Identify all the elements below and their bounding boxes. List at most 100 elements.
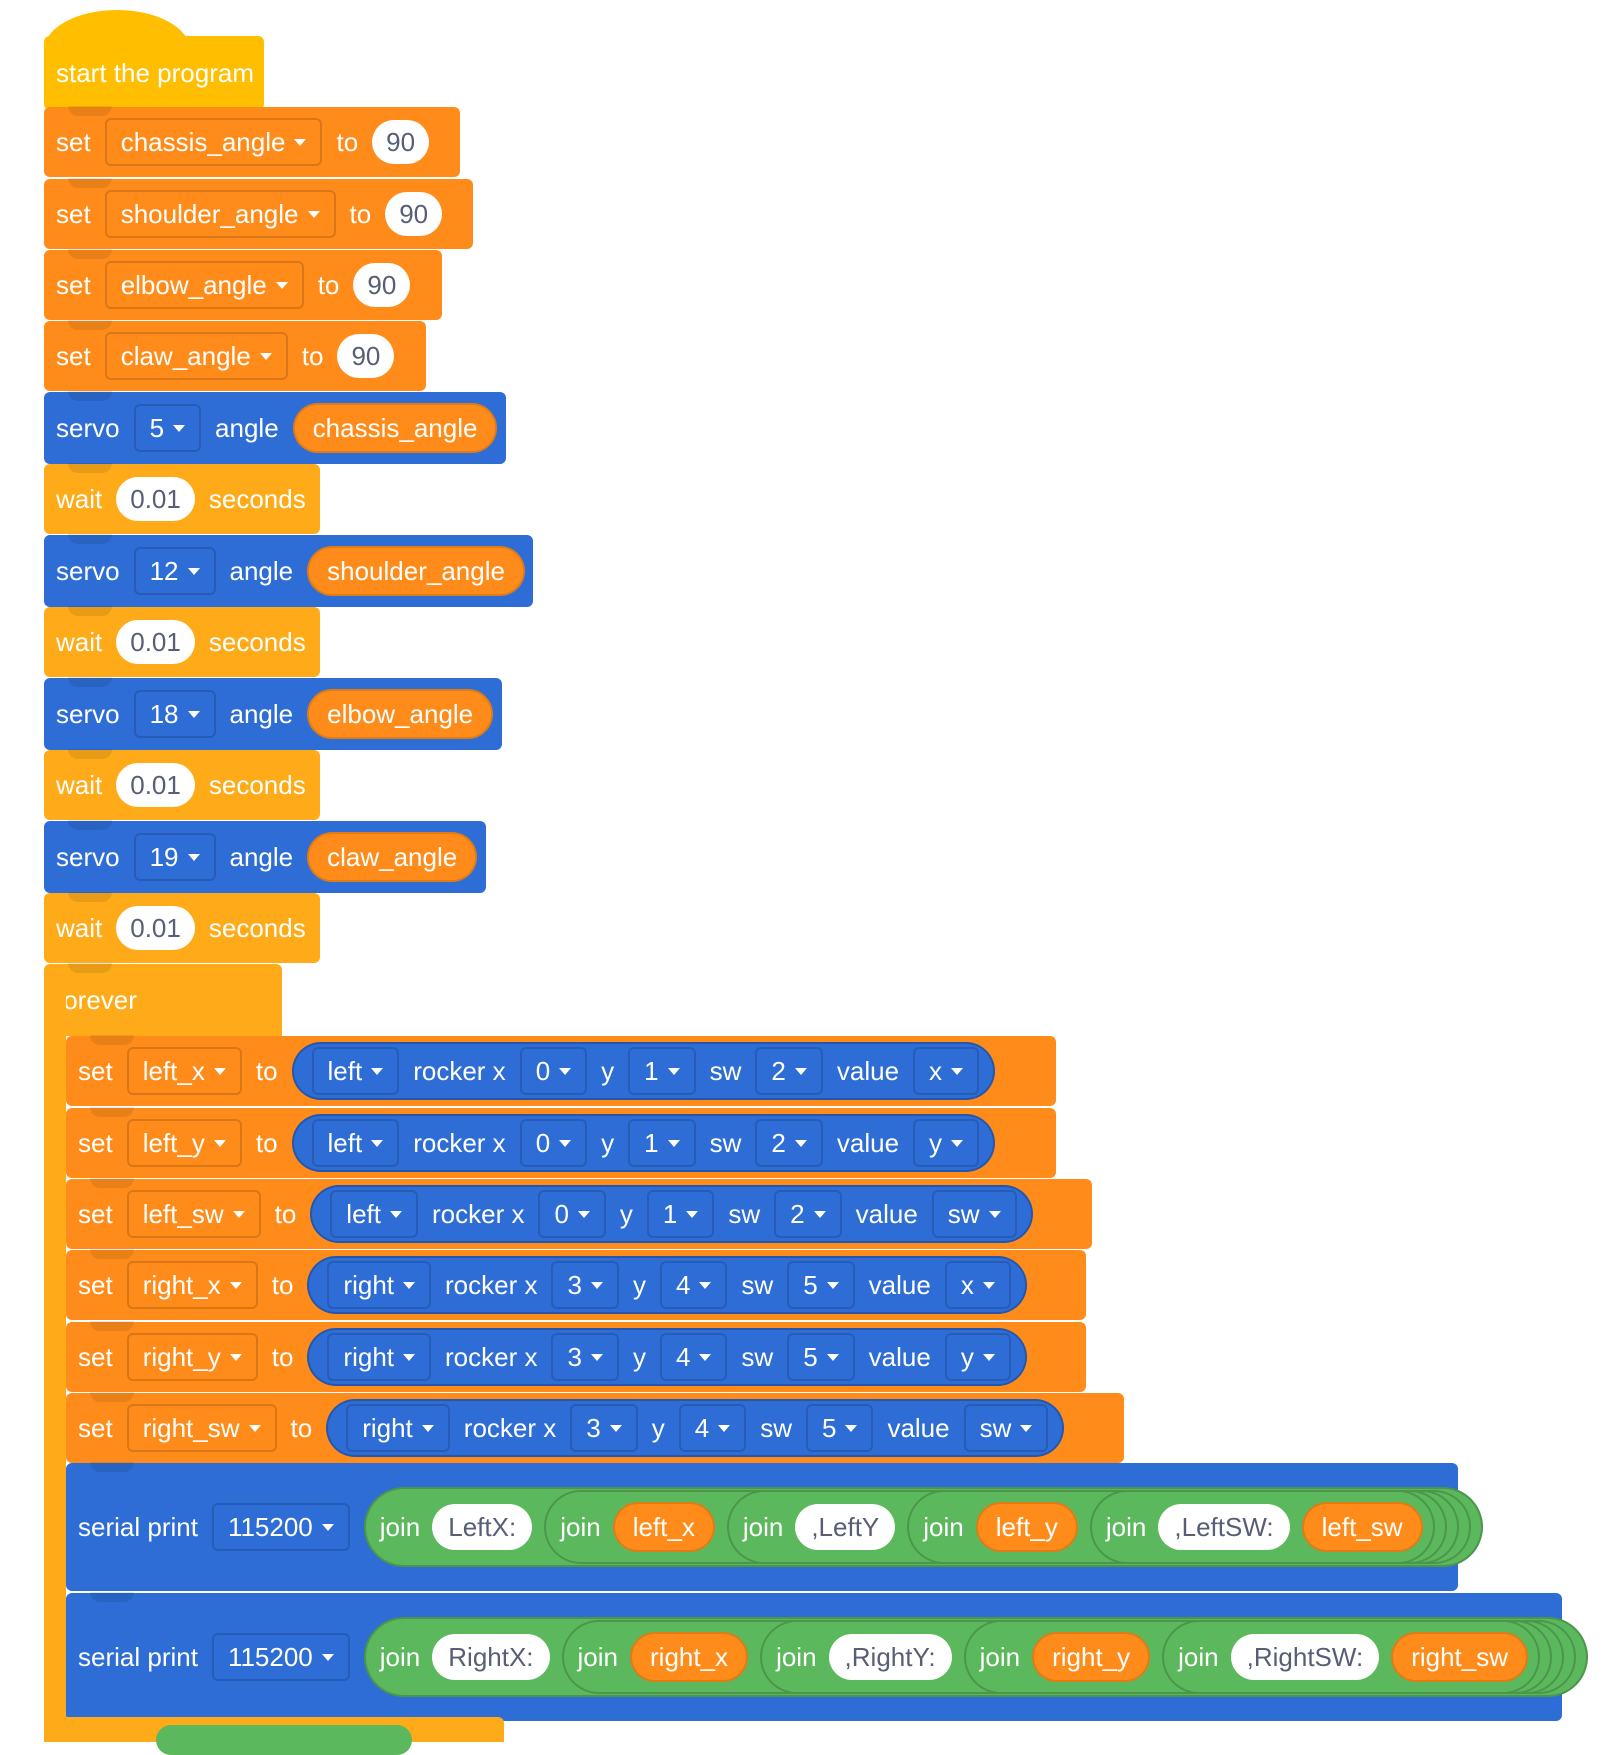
- string-input[interactable]: RightX:: [432, 1634, 550, 1680]
- x-pin-dropdown[interactable]: 0: [519, 1047, 588, 1095]
- set-rocker-block[interactable]: set left_y to left rocker x 0 y 1 sw 2 v…: [66, 1107, 1056, 1178]
- variable-reporter[interactable]: elbow_angle: [307, 689, 494, 739]
- variable-reporter[interactable]: left_sw: [1301, 1502, 1423, 1552]
- variable-reporter[interactable]: shoulder_angle: [307, 546, 525, 596]
- rocker-reporter[interactable]: right rocker x 3 y 4 sw 5 value x: [307, 1256, 1027, 1314]
- rocker-reporter[interactable]: left rocker x 0 y 1 sw 2 value sw: [310, 1185, 1033, 1243]
- set-variable-block[interactable]: set shoulder_angle to 90: [44, 178, 473, 249]
- seconds-input[interactable]: 0.01: [116, 763, 195, 807]
- variable-dropdown[interactable]: right_x: [126, 1261, 258, 1309]
- seconds-input[interactable]: 0.01: [116, 620, 195, 664]
- start-program-block[interactable]: start the program: [44, 36, 264, 110]
- servo-port-dropdown[interactable]: 5: [133, 404, 202, 452]
- value-input[interactable]: 90: [353, 263, 411, 307]
- rocker-side-dropdown[interactable]: right: [346, 1404, 450, 1452]
- set-rocker-block[interactable]: set right_y to right rocker x 3 y 4 sw 5…: [66, 1321, 1086, 1392]
- join-reporter[interactable]: join LeftX: join left_x join ,LeftY join…: [363, 1487, 1483, 1567]
- x-pin-dropdown[interactable]: 3: [551, 1333, 619, 1381]
- servo-angle-block[interactable]: servo 12 angle shoulder_angle: [44, 534, 533, 607]
- set-variable-block[interactable]: set elbow_angle to 90: [44, 249, 442, 320]
- variable-reporter[interactable]: left_y: [975, 1502, 1078, 1552]
- variable-reporter[interactable]: chassis_angle: [292, 403, 498, 453]
- variable-reporter[interactable]: right_y: [1032, 1632, 1151, 1682]
- variable-dropdown[interactable]: elbow_angle: [104, 261, 304, 309]
- serial-print-block[interactable]: serial print 115200 join RightX: join ri…: [66, 1592, 1589, 1721]
- string-input[interactable]: ,LeftY: [795, 1504, 896, 1550]
- string-input[interactable]: ,RightSW:: [1230, 1634, 1380, 1680]
- servo-angle-block[interactable]: servo 18 angle elbow_angle: [44, 677, 502, 750]
- x-pin-dropdown[interactable]: 0: [519, 1119, 588, 1167]
- value-dropdown[interactable]: y: [944, 1333, 1011, 1381]
- variable-dropdown[interactable]: right_y: [126, 1333, 258, 1381]
- rocker-side-dropdown[interactable]: left: [330, 1190, 418, 1238]
- rocker-side-dropdown[interactable]: left: [311, 1119, 400, 1167]
- y-pin-dropdown[interactable]: 1: [646, 1190, 715, 1238]
- join-reporter[interactable]: join ,LeftY join left_y join ,LeftSW: le…: [726, 1490, 1459, 1564]
- rocker-side-dropdown[interactable]: right: [327, 1333, 431, 1381]
- join-reporter[interactable]: join right_y join ,RightSW: right_sw: [963, 1620, 1553, 1694]
- y-pin-dropdown[interactable]: 4: [678, 1404, 747, 1452]
- x-pin-dropdown[interactable]: 3: [570, 1404, 638, 1452]
- variable-dropdown[interactable]: left_sw: [126, 1190, 261, 1238]
- serial-print-block[interactable]: serial print 115200 join LeftX: join lef…: [66, 1462, 1483, 1591]
- wait-block[interactable]: wait 0.01 seconds: [44, 749, 320, 820]
- value-dropdown[interactable]: x: [913, 1047, 980, 1095]
- rocker-reporter[interactable]: right rocker x 3 y 4 sw 5 value y: [307, 1328, 1027, 1386]
- y-pin-dropdown[interactable]: 1: [628, 1119, 696, 1167]
- set-rocker-block[interactable]: set left_sw to left rocker x 0 y 1 sw 2 …: [66, 1178, 1092, 1249]
- wait-block[interactable]: wait 0.01 seconds: [44, 606, 320, 677]
- variable-dropdown[interactable]: shoulder_angle: [104, 190, 336, 238]
- variable-dropdown[interactable]: claw_angle: [104, 332, 288, 380]
- join-reporter[interactable]: join left_x join ,LeftY join left_y join…: [544, 1490, 1471, 1564]
- sw-pin-dropdown[interactable]: 5: [787, 1333, 855, 1381]
- string-input[interactable]: LeftX:: [432, 1504, 533, 1550]
- string-input[interactable]: ,LeftSW:: [1158, 1504, 1290, 1550]
- servo-angle-block[interactable]: servo 5 angle chassis_angle: [44, 391, 506, 464]
- baud-rate-dropdown[interactable]: 115200: [211, 1503, 350, 1551]
- y-pin-dropdown[interactable]: 4: [659, 1261, 728, 1309]
- sw-pin-dropdown[interactable]: 5: [805, 1404, 874, 1452]
- servo-port-dropdown[interactable]: 19: [133, 833, 216, 881]
- join-reporter[interactable]: join left_y join ,LeftSW: left_sw: [907, 1490, 1447, 1564]
- variable-dropdown[interactable]: chassis_angle: [104, 118, 323, 166]
- value-input[interactable]: 90: [372, 120, 430, 164]
- value-dropdown[interactable]: y: [913, 1119, 980, 1167]
- set-variable-block[interactable]: set chassis_angle to 90: [44, 106, 460, 177]
- y-pin-dropdown[interactable]: 1: [628, 1047, 696, 1095]
- variable-dropdown[interactable]: right_sw: [126, 1404, 277, 1452]
- servo-port-dropdown[interactable]: 18: [133, 690, 216, 738]
- seconds-input[interactable]: 0.01: [116, 906, 195, 950]
- seconds-input[interactable]: 0.01: [116, 477, 195, 521]
- value-dropdown[interactable]: sw: [963, 1404, 1049, 1452]
- servo-angle-block[interactable]: servo 19 angle claw_angle: [44, 820, 486, 893]
- sw-pin-dropdown[interactable]: 2: [755, 1047, 823, 1095]
- baud-rate-dropdown[interactable]: 115200: [211, 1633, 350, 1681]
- y-pin-dropdown[interactable]: 4: [659, 1333, 728, 1381]
- variable-dropdown[interactable]: left_y: [126, 1119, 242, 1167]
- variable-reporter[interactable]: right_x: [630, 1632, 749, 1682]
- value-input[interactable]: 90: [337, 334, 395, 378]
- servo-port-dropdown[interactable]: 12: [133, 547, 216, 595]
- wait-block[interactable]: wait 0.01 seconds: [44, 463, 320, 534]
- next-block-partial[interactable]: [44, 1717, 504, 1755]
- join-reporter[interactable]: join ,RightSW: right_sw: [1162, 1620, 1541, 1694]
- variable-reporter[interactable]: claw_angle: [307, 832, 478, 882]
- forever-loop-block[interactable]: forever: [44, 963, 282, 1036]
- variable-reporter[interactable]: right_sw: [1391, 1632, 1529, 1682]
- value-dropdown[interactable]: sw: [931, 1190, 1017, 1238]
- rocker-reporter[interactable]: right rocker x 3 y 4 sw 5 value sw: [326, 1399, 1065, 1457]
- set-rocker-block[interactable]: set right_x to right rocker x 3 y 4 sw 5…: [66, 1249, 1086, 1320]
- set-rocker-block[interactable]: set right_sw to right rocker x 3 y 4 sw …: [66, 1392, 1124, 1463]
- wait-block[interactable]: wait 0.01 seconds: [44, 892, 320, 963]
- sw-pin-dropdown[interactable]: 2: [774, 1190, 842, 1238]
- variable-dropdown[interactable]: left_x: [126, 1047, 242, 1095]
- rocker-reporter[interactable]: left rocker x 0 y 1 sw 2 value y: [291, 1114, 996, 1172]
- join-reporter[interactable]: join ,RightY: join right_y join ,RightSW…: [760, 1620, 1565, 1694]
- value-input[interactable]: 90: [385, 192, 443, 236]
- set-rocker-block[interactable]: set left_x to left rocker x 0 y 1 sw 2 v…: [66, 1035, 1056, 1106]
- join-reporter[interactable]: join RightX: join right_x join ,RightY: …: [363, 1617, 1589, 1697]
- sw-pin-dropdown[interactable]: 2: [755, 1119, 823, 1167]
- sw-pin-dropdown[interactable]: 5: [787, 1261, 855, 1309]
- x-pin-dropdown[interactable]: 3: [551, 1261, 619, 1309]
